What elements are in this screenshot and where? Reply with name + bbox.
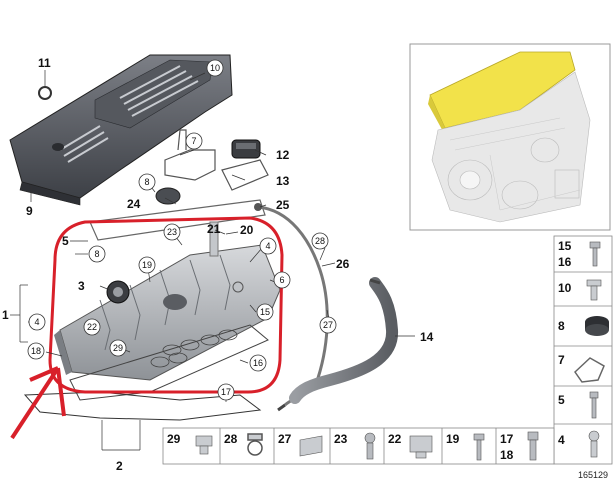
lower-gasket: [69, 324, 269, 401]
callout-7: 7: [185, 132, 203, 150]
legend-bottom-27: 27: [278, 432, 292, 446]
callout-26: 26: [336, 257, 350, 271]
callout-10: 10: [206, 59, 224, 77]
legend-bottom-22: 22: [388, 432, 402, 446]
stud-icon: [589, 391, 599, 419]
callout-1: 1: [2, 308, 9, 322]
oil-filler-cap: [231, 139, 261, 159]
svg-text:23: 23: [167, 227, 177, 237]
callout-24: 24: [127, 197, 141, 211]
hose-clamp-icon: [247, 433, 263, 456]
legend-bottom-29: 29: [167, 432, 181, 446]
svg-text:15: 15: [260, 307, 270, 317]
clip-nut-icon: [195, 435, 213, 455]
callout-4b: 4: [28, 313, 46, 331]
callout-15a: 15: [256, 303, 274, 321]
diagram-id: 165129: [578, 470, 608, 480]
legend-right-10: 10: [558, 281, 572, 295]
screw-icon: [364, 432, 376, 460]
svg-text:22: 22: [87, 322, 97, 332]
cover-gasket: [23, 391, 262, 421]
callout-23: 23: [163, 223, 181, 241]
svg-text:17: 17: [221, 387, 231, 397]
callout-5a: 5: [62, 234, 69, 248]
callout-14: 14: [420, 330, 434, 344]
svg-text:4: 4: [265, 241, 270, 251]
callout-4a: 4: [259, 237, 277, 255]
callout-6: 6: [273, 271, 291, 289]
callout-25: 25: [276, 198, 290, 212]
callout-16: 16: [249, 354, 267, 372]
svg-text:18: 18: [31, 346, 41, 356]
callout-18a: 18: [27, 342, 45, 360]
grommet: [155, 187, 181, 205]
red-arrow: [10, 366, 66, 440]
callout-9: 9: [26, 204, 33, 218]
engine-cover: [9, 54, 233, 206]
svg-text:27: 27: [323, 320, 333, 330]
callout-3: 3: [78, 279, 85, 293]
legend-right-7: 7: [558, 353, 565, 367]
legend-right: 15 16 10 8 7 5 4: [553, 235, 613, 465]
bolt-icon: [589, 241, 601, 267]
legend-right-8: 8: [558, 319, 565, 333]
callout-17a: 17: [217, 383, 235, 401]
callout-28: 28: [311, 232, 329, 250]
svg-text:10: 10: [210, 63, 220, 73]
callout-12: 12: [276, 148, 290, 162]
cable-clip-icon: [299, 435, 323, 457]
callout-2: 2: [116, 459, 123, 473]
grommet-icon: [585, 316, 609, 336]
legend-bottom-18: 18: [500, 448, 514, 462]
legend-right-4: 4: [558, 433, 565, 447]
callout-19: 19: [138, 256, 156, 274]
callout-20: 20: [240, 223, 254, 237]
collar-bolt-icon: [527, 431, 539, 461]
callout-22: 22: [83, 318, 101, 336]
engine-thumbnail: [409, 43, 611, 231]
legend-bottom-28: 28: [224, 432, 238, 446]
legend-right-15: 15: [558, 239, 572, 253]
callout-8a: 8: [138, 173, 156, 191]
spring-nut-icon: [409, 435, 433, 459]
legend-bottom: 29 28 27 23 22 19 17 18: [162, 427, 555, 465]
callout-11: 11: [38, 56, 51, 70]
valve-cover: [54, 221, 281, 381]
svg-text:29: 29: [113, 343, 123, 353]
highlight-outline: [48, 216, 284, 394]
legend-bottom-17: 17: [500, 432, 514, 446]
svg-text:8: 8: [144, 177, 149, 187]
vent-pipe: [289, 277, 398, 404]
legend-bottom-19: 19: [446, 432, 460, 446]
legend-right-16: 16: [558, 255, 572, 269]
svg-text:16: 16: [253, 358, 263, 368]
callout-29a: 29: [109, 339, 127, 357]
legend-right-5: 5: [558, 393, 565, 407]
retaining-ring: [38, 70, 52, 100]
ball-stud-icon: [588, 430, 600, 458]
pin-icon: [473, 433, 485, 461]
svg-text:4: 4: [34, 317, 39, 327]
spark-plug-seals: [150, 329, 238, 368]
bracket-icon: [574, 357, 605, 383]
legend-bottom-23: 23: [334, 432, 348, 446]
svg-text:28: 28: [315, 236, 325, 246]
callout-21: 21: [207, 222, 221, 236]
svg-text:8: 8: [94, 249, 99, 259]
gasket-frame: [89, 199, 266, 241]
callout-27: 27: [319, 316, 337, 334]
svg-text:19: 19: [142, 260, 152, 270]
clip-icon: [586, 279, 602, 301]
callout-13: 13: [276, 174, 290, 188]
svg-text:7: 7: [191, 136, 196, 146]
svg-text:6: 6: [279, 275, 284, 285]
seal-ring: [221, 159, 269, 191]
callout-8b: 8: [88, 245, 106, 263]
